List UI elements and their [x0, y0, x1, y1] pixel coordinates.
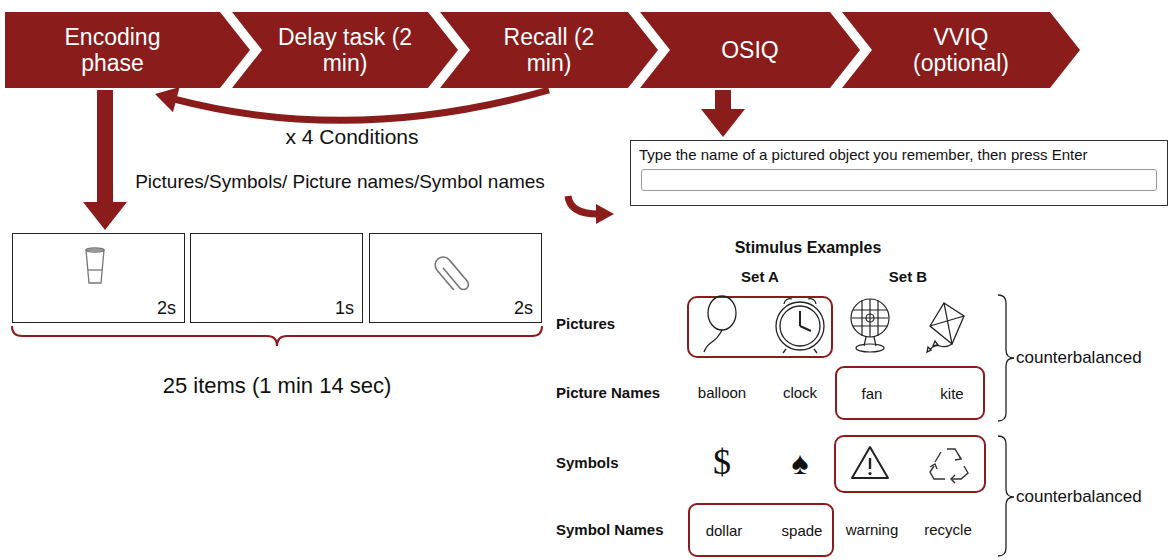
item-name: spade — [782, 522, 823, 539]
item-name: clock — [783, 384, 817, 401]
row-heading: Symbols — [556, 454, 619, 471]
item-name: recycle — [924, 521, 972, 538]
trial-frame: 1s — [190, 233, 363, 323]
cup-icon — [86, 248, 104, 283]
phase-label: Encoding phase — [48, 24, 178, 77]
phase-chevron: VVIQ (optional) — [842, 12, 1080, 88]
phase-chevron: Delay task (2 min) — [232, 12, 458, 88]
column-heading: Set B — [889, 268, 927, 285]
item-name: kite — [940, 385, 963, 402]
phase-label: VVIQ (optional) — [891, 24, 1031, 77]
balloon-icon — [704, 296, 736, 352]
symbol-glyph: $ — [713, 442, 731, 483]
kite-icon — [927, 303, 964, 352]
group-outline — [835, 436, 985, 492]
phase-label: OSIQ — [721, 37, 779, 63]
flow-arrow — [155, 87, 549, 120]
edge-label: x 4 Conditions — [281, 125, 422, 149]
row-heading: Picture Names — [556, 384, 660, 401]
item-count-note: 25 items (1 min 14 sec) — [163, 373, 392, 398]
text-input — [641, 169, 1157, 191]
bracket — [998, 436, 1014, 556]
flow-arrow — [83, 90, 127, 230]
group-outline — [688, 297, 832, 357]
column-heading: Set A — [741, 268, 779, 285]
row-heading: Pictures — [556, 315, 615, 332]
arrowhead — [155, 87, 180, 112]
warning-icon — [852, 447, 888, 478]
duration-label: 1s — [335, 298, 354, 319]
phase-label: Delay task (2 min) — [275, 24, 415, 77]
chevron-fill — [640, 12, 860, 88]
phase-label: Recall (2 min) — [489, 24, 609, 77]
duration-label: 2s — [514, 298, 533, 319]
condition-list: Pictures/Symbols/ Picture names/Symbol n… — [135, 171, 545, 193]
clock-icon — [776, 299, 824, 353]
section-heading: Stimulus Examples — [735, 239, 882, 257]
trial-frame: 2s — [369, 233, 542, 323]
paperclip-icon — [432, 254, 471, 296]
bracket — [12, 326, 542, 346]
item-name: balloon — [698, 384, 746, 401]
chevron-fill — [440, 12, 658, 88]
counterbalance-group: dollar spade — [688, 503, 834, 557]
chevron-fill — [5, 12, 250, 88]
recall-prompt-box: Type the name of a pictured object you r… — [630, 140, 1168, 206]
arrow-line — [172, 90, 549, 120]
fan-icon — [851, 299, 889, 352]
symbol-glyph: ♠ — [792, 445, 809, 482]
counterbalance-group: fan kite — [835, 366, 985, 420]
chevron-fill — [232, 12, 458, 88]
row-heading: Symbol Names — [556, 521, 664, 538]
bracket — [998, 295, 1014, 421]
recycle-icon — [930, 449, 968, 483]
duration-label: 2s — [157, 298, 176, 319]
flow-arrow — [701, 90, 745, 137]
phase-chevron: OSIQ — [640, 12, 860, 88]
item-name: dollar — [706, 522, 743, 539]
prompt-text: Type the name of a pictured object you r… — [639, 146, 1159, 164]
item-name: warning — [846, 521, 899, 538]
arrowhead — [701, 109, 745, 137]
phase-chevron: Recall (2 min) — [440, 12, 658, 88]
item-name: fan — [862, 385, 883, 402]
bracket-label: counterbalanced — [1016, 487, 1142, 507]
arrow-line — [97, 90, 113, 206]
bracket-label: counterbalanced — [1016, 348, 1142, 368]
pointer-arrow — [568, 196, 614, 224]
chevron-fill — [842, 12, 1080, 88]
arrowhead — [83, 202, 127, 230]
trial-frame: 2s — [12, 233, 185, 323]
phase-chevron: Encoding phase — [5, 12, 250, 88]
